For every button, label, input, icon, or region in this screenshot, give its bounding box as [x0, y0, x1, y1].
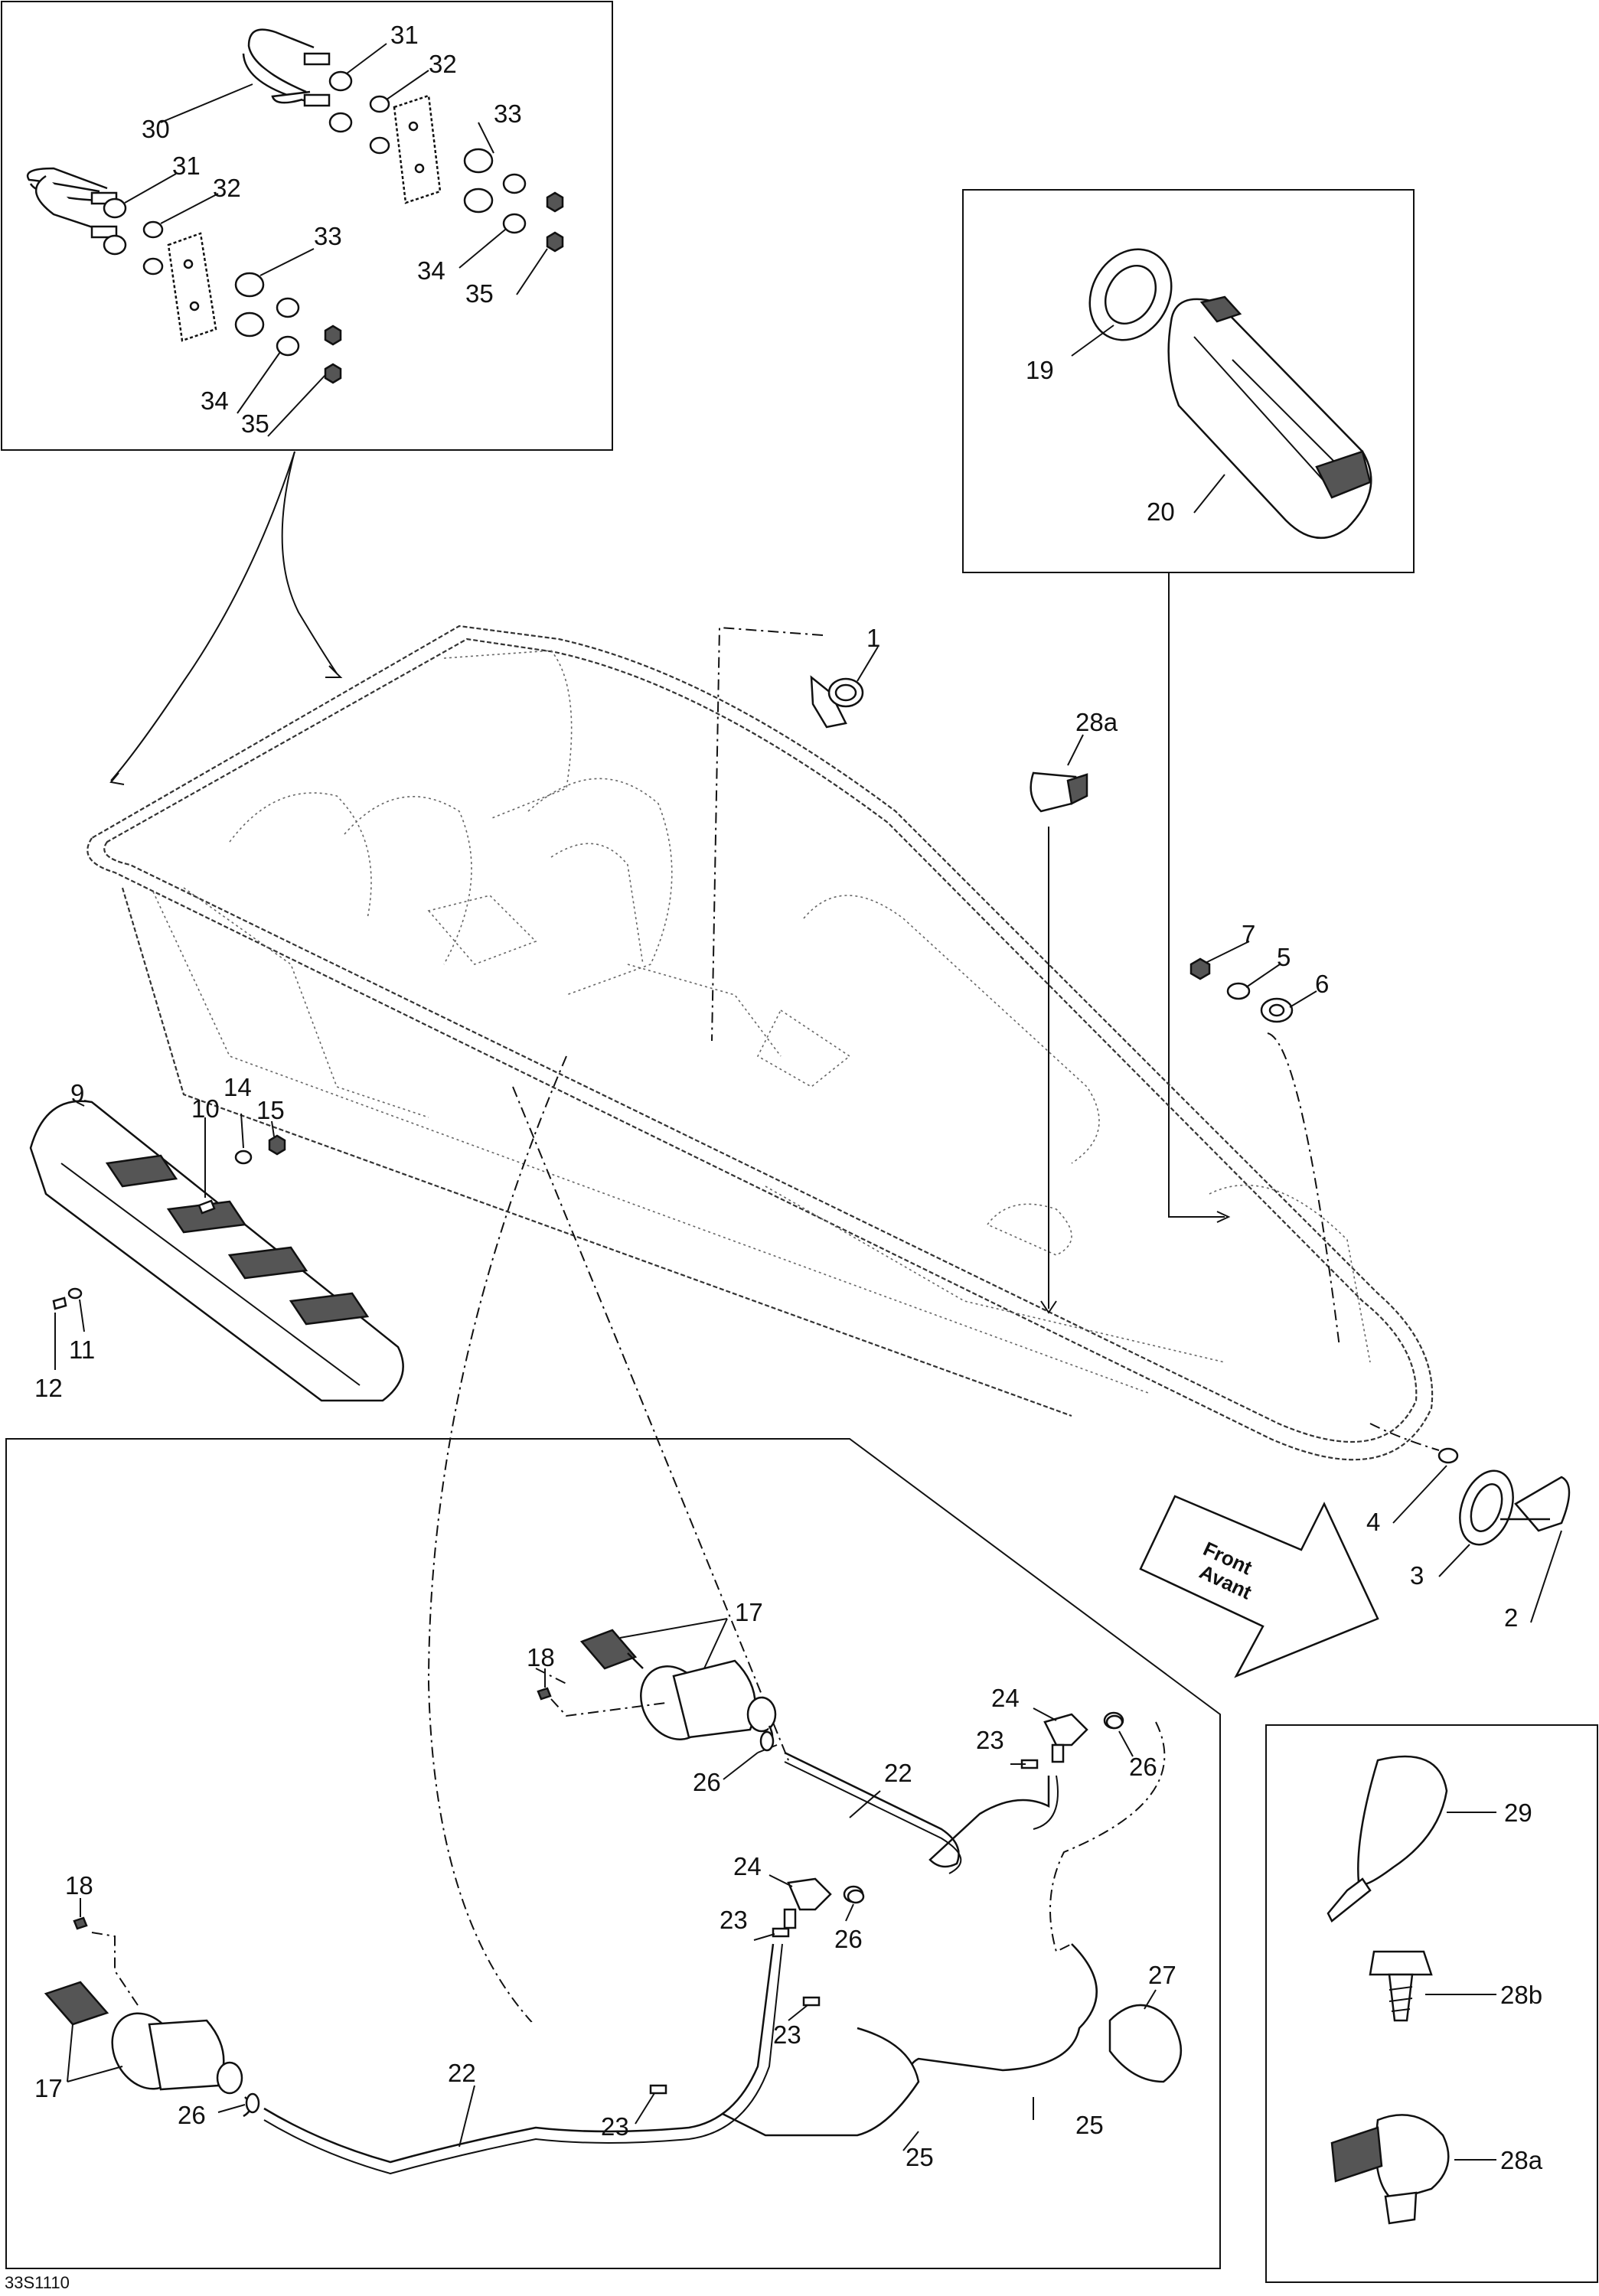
storage-bin-cover [1088, 248, 1173, 341]
callout-12: 12 [34, 1374, 63, 1402]
part-27-ring [1108, 1989, 1183, 2083]
callout-23-left-b: 23 [773, 2020, 801, 2049]
callout-17-right: 17 [735, 1598, 763, 1626]
callout-23-left-c: 23 [601, 2112, 629, 2141]
callout-27: 27 [1148, 1961, 1176, 1989]
callout-1: 1 [866, 624, 880, 652]
leaders-17 [67, 1618, 1034, 2151]
hull [86, 625, 1434, 1461]
diagram-reference-code: 33S1110 [5, 2273, 70, 2292]
screws-18 [73, 1668, 667, 2006]
callout-24-left: 24 [733, 1852, 762, 1880]
part-28b-screw [1369, 1950, 1496, 2022]
callout-31-a: 31 [390, 21, 419, 49]
callout-numbers: 31 32 33 30 31 32 33 34 35 34 35 19 20 1… [34, 21, 1543, 2174]
part-1-plug [810, 646, 879, 729]
callout-24-right: 24 [991, 1684, 1020, 1712]
backing-plate-upper [393, 94, 442, 204]
part-10-14-15-screw [197, 1113, 286, 1215]
callout-34-b: 34 [201, 386, 229, 415]
part-28a-clip [1030, 734, 1088, 813]
hose-22-left [263, 1943, 783, 2175]
u-bolt-lower [27, 167, 118, 239]
callout-33-a: 33 [494, 99, 522, 128]
callout-32-a: 32 [429, 50, 457, 78]
storage-bin-leaders [1071, 325, 1231, 1223]
callout-25-a: 25 [1075, 2111, 1104, 2139]
callout-30: 30 [142, 115, 170, 143]
callout-32-b: 32 [213, 174, 241, 202]
callout-14: 14 [224, 1073, 252, 1101]
callout-28a-hull: 28a [1075, 708, 1118, 736]
clamps-26 [217, 1714, 1134, 2114]
front-direction-arrow: Front Avant [1139, 1495, 1379, 1678]
part-29-cable-tie [1327, 1755, 1496, 1923]
callout-22-left: 22 [448, 2059, 476, 2087]
inset-leaders-u-bolts [124, 43, 548, 437]
inset-box-u-bolts [1, 1, 613, 451]
part-5-6-7-hardware [1189, 941, 1317, 1023]
callout-26-right-b: 26 [693, 1768, 721, 1796]
hose-25 [719, 1721, 1166, 2137]
callout-26-left-a: 26 [834, 1925, 863, 1953]
callout-3: 3 [1410, 1561, 1424, 1590]
callout-25-b: 25 [906, 2143, 934, 2171]
inset-box-storage-bin [962, 189, 1415, 573]
callout-18-right: 18 [527, 1643, 555, 1671]
callout-20: 20 [1147, 497, 1175, 526]
assembly-leaders [427, 626, 1440, 2098]
callout-35-a: 35 [465, 279, 494, 308]
callout-31-b: 31 [172, 152, 201, 180]
clamps-23 [635, 1759, 1039, 2125]
washers-nuts-upper [328, 70, 564, 253]
callout-23-left-a: 23 [720, 1906, 748, 1934]
callout-5: 5 [1277, 943, 1291, 971]
callout-19: 19 [1026, 356, 1054, 384]
callout-2: 2 [1504, 1603, 1518, 1632]
callout-15: 15 [256, 1096, 285, 1124]
callout-18-left: 18 [65, 1871, 93, 1900]
callout-10: 10 [191, 1094, 220, 1123]
callout-22-right: 22 [884, 1759, 912, 1787]
part-2-3-4-drain-plug [1392, 1447, 1571, 1623]
callout-11: 11 [69, 1336, 95, 1364]
elbow-24-left [768, 1874, 864, 1929]
u-bolt-upper [242, 28, 331, 107]
callout-9: 9 [70, 1079, 84, 1107]
callout-33-b: 33 [314, 222, 342, 250]
callout-29: 29 [1504, 1799, 1532, 1827]
part-28a-clip-large [1330, 2114, 1496, 2225]
callout-6: 6 [1315, 970, 1329, 998]
part-11-12-rivets [52, 1287, 85, 1370]
callout-7: 7 [1242, 920, 1255, 948]
callout-34-a: 34 [417, 256, 445, 285]
callout-35-b: 35 [241, 409, 269, 438]
callout-17-left: 17 [34, 2074, 63, 2102]
callout-26-left-b: 26 [178, 2101, 206, 2129]
callout-26-right-a: 26 [1129, 1753, 1157, 1781]
inset-box-drain-hoses [5, 1438, 1221, 2269]
inset-to-hull-arrows [109, 451, 343, 785]
part-9-sponson [29, 1100, 404, 1402]
bailer-assembly-left [44, 1981, 252, 2118]
bailer-assembly-right [579, 1629, 778, 1753]
storage-bin [1167, 295, 1372, 540]
hose-22-right [784, 1751, 1059, 1874]
inset-box-fasteners [1265, 1724, 1598, 2283]
callout-23-right: 23 [976, 1726, 1004, 1754]
callout-4: 4 [1366, 1508, 1380, 1536]
callout-28b: 28b [1500, 1981, 1542, 2009]
backing-plate-lower [167, 232, 217, 342]
washers-nuts-lower [103, 197, 342, 384]
callout-28a-inset: 28a [1500, 2146, 1543, 2174]
